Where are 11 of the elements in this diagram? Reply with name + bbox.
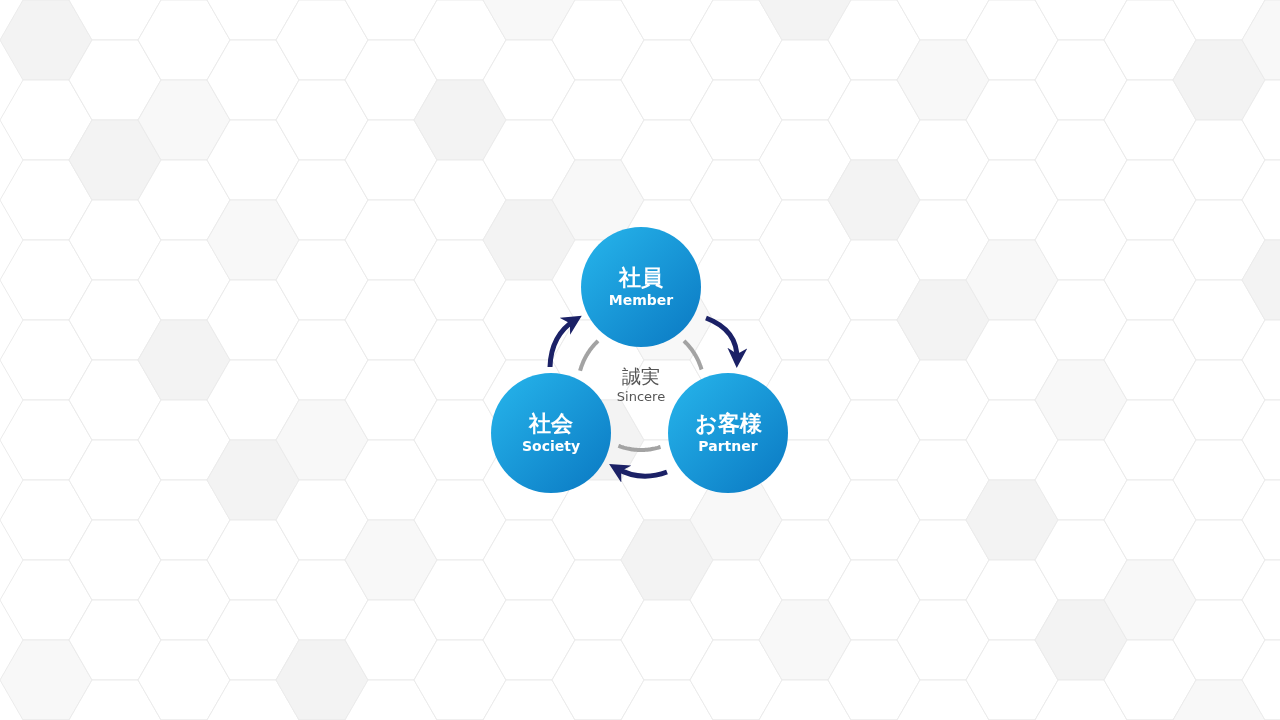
english-label: Society bbox=[521, 437, 581, 455]
japanese-label: 社員 bbox=[619, 265, 663, 291]
curved-arrow bbox=[608, 464, 668, 483]
curved-arrow bbox=[705, 315, 747, 368]
english-label: Partner bbox=[698, 437, 758, 455]
japanese-label: お客様 bbox=[694, 411, 762, 437]
english-label: Sincere bbox=[616, 387, 666, 405]
english-label: Member bbox=[608, 291, 674, 309]
curved-arrow bbox=[547, 315, 582, 368]
japanese-label: 誠実 bbox=[622, 363, 660, 388]
japanese-label: 社会 bbox=[529, 411, 573, 437]
